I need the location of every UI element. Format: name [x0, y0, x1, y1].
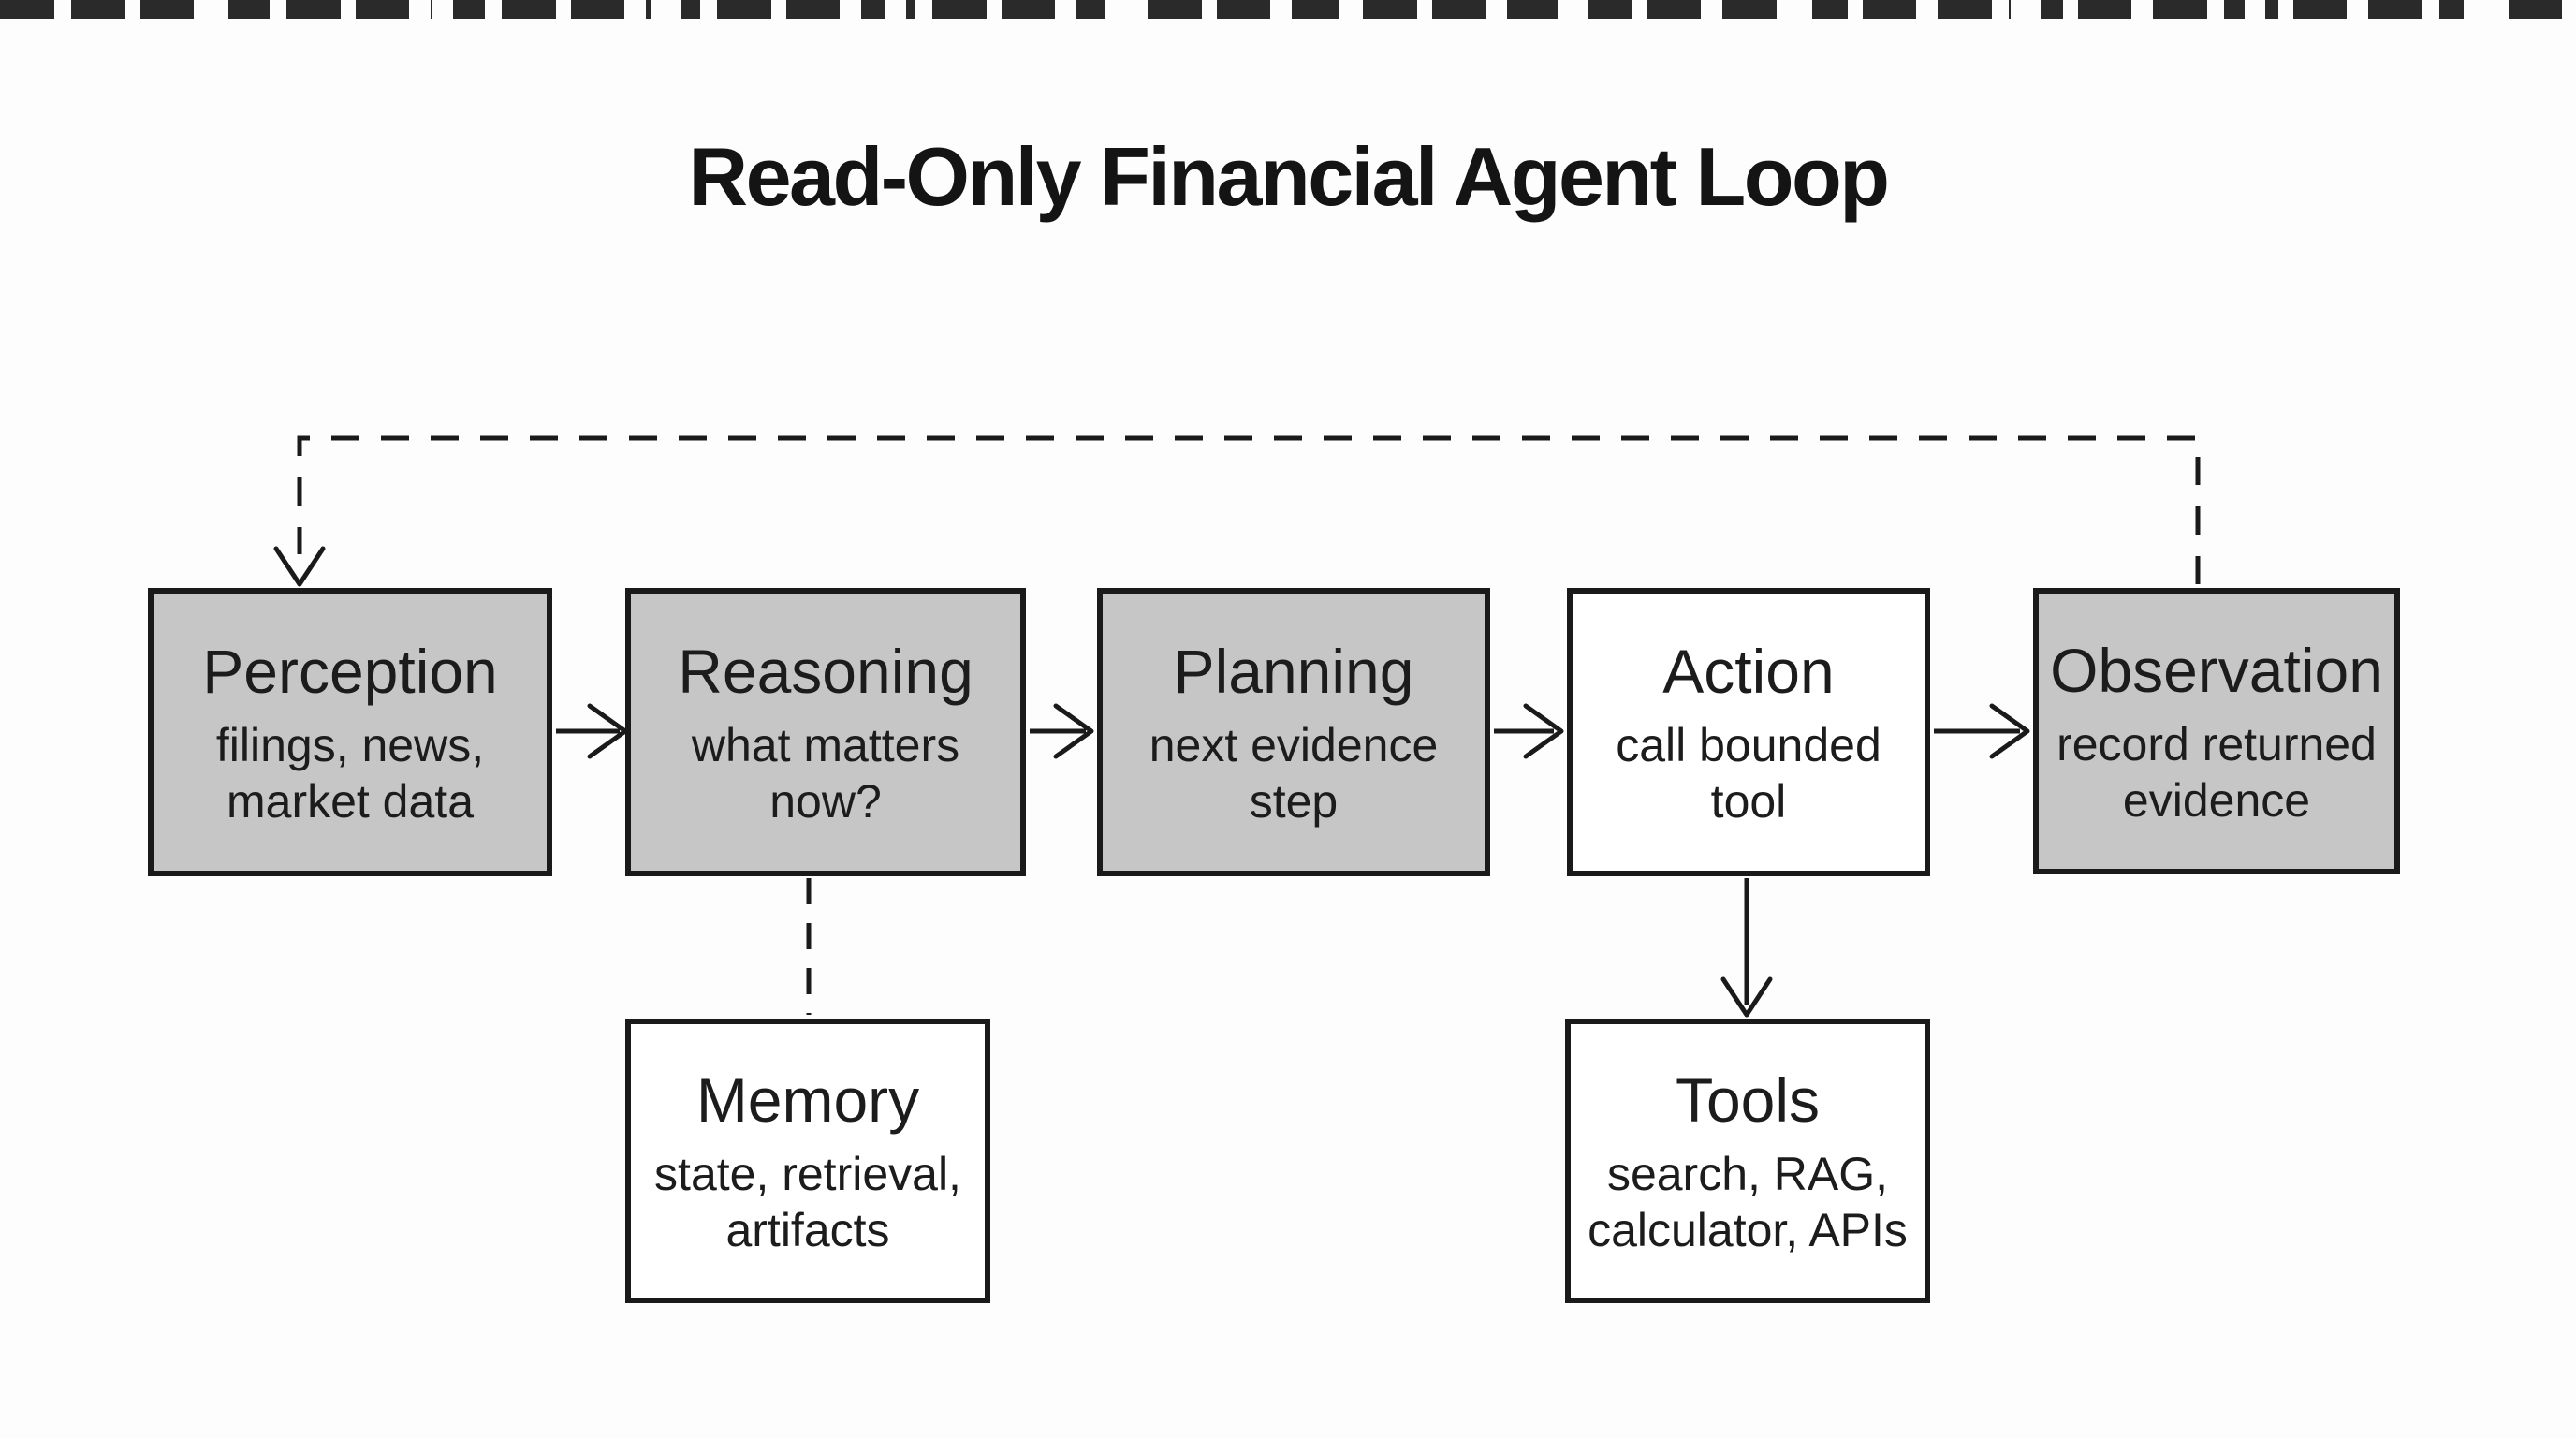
- node-title: Memory: [695, 1065, 920, 1136]
- node-action: Action call bounded tool: [1567, 588, 1930, 876]
- arrowhead-icon: [1523, 703, 1564, 759]
- node-title: Perception: [202, 637, 498, 707]
- node-title: Planning: [1173, 637, 1414, 707]
- node-subtitle: record returned evidence: [2056, 717, 2377, 827]
- node-subtitle: what matters now?: [691, 718, 960, 828]
- arrowhead-icon: [1989, 703, 2030, 759]
- node-reasoning: Reasoning what matters now?: [625, 588, 1026, 876]
- node-title: Reasoning: [678, 637, 973, 707]
- node-perception: Perception filings, news, market data: [148, 588, 552, 876]
- arrowhead-icon: [587, 703, 628, 759]
- top-edge-artifact-strip: [0, 0, 2576, 19]
- edge-observation-perception-feedback: [273, 435, 2201, 587]
- node-title: Tools: [1675, 1065, 1821, 1136]
- node-planning: Planning next evidence step: [1097, 588, 1490, 876]
- arrowhead-icon: [1720, 976, 1773, 1018]
- node-title: Observation: [2050, 636, 2383, 706]
- edge-perception-reasoning: [556, 703, 628, 759]
- edge-action-observation: [1934, 703, 2030, 759]
- node-tools: Tools search, RAG, calculator, APIs: [1565, 1019, 1930, 1303]
- node-subtitle: next evidence step: [1149, 718, 1439, 828]
- node-subtitle: state, retrieval, artifacts: [654, 1147, 961, 1256]
- node-memory: Memory state, retrieval, artifacts: [625, 1019, 990, 1303]
- arrowhead-icon: [273, 546, 326, 587]
- node-subtitle: search, RAG, calculator, APIs: [1588, 1147, 1908, 1256]
- arrowhead-icon: [1053, 703, 1094, 759]
- edge-planning-action: [1494, 703, 1564, 759]
- node-subtitle: filings, news, market data: [215, 718, 485, 828]
- node-title: Action: [1662, 637, 1835, 707]
- edge-action-tools: [1720, 878, 1773, 1018]
- node-observation: Observation record returned evidence: [2033, 588, 2400, 874]
- diagram-title: Read-Only Financial Agent Loop: [688, 130, 1890, 223]
- node-subtitle: call bounded tool: [1616, 718, 1881, 828]
- edge-reasoning-planning: [1030, 703, 1094, 759]
